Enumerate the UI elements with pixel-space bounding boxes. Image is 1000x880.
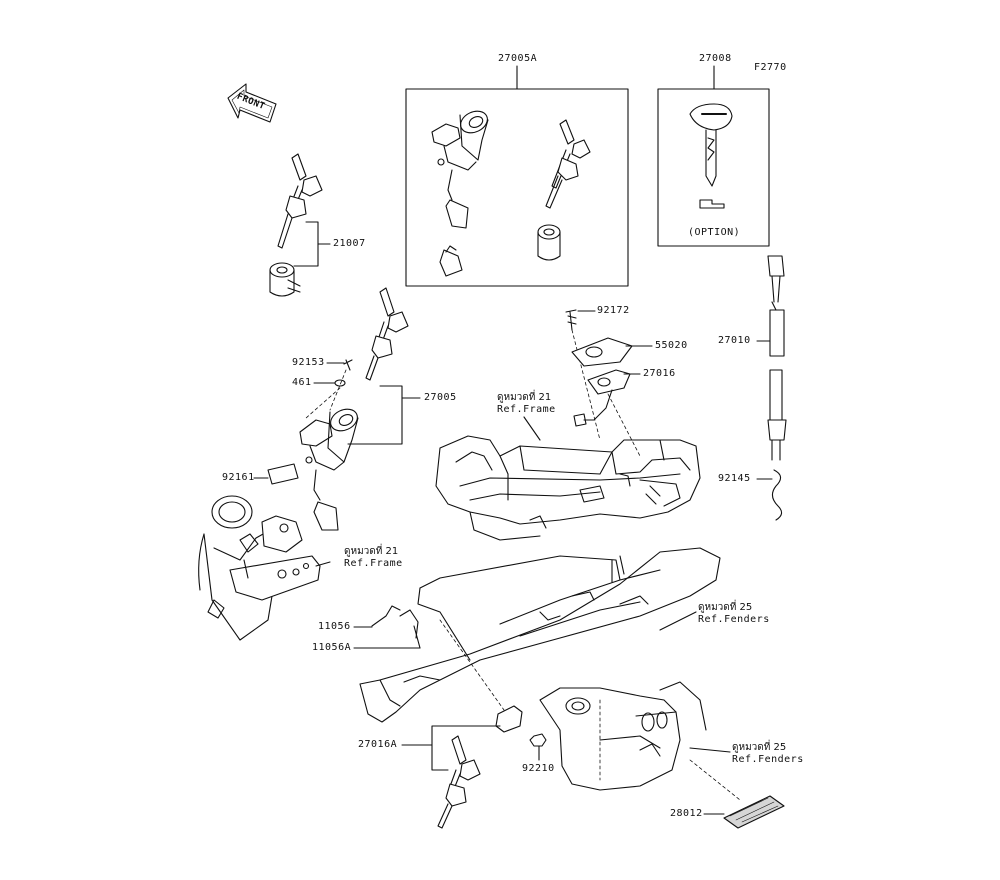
washer-461 <box>335 380 345 386</box>
switch-27016 <box>574 370 630 426</box>
kit-box-27005A <box>406 89 628 286</box>
part-label-92172[interactable]: 92172 <box>597 305 630 316</box>
center-frame <box>436 436 700 540</box>
ref-frame-top: ดูหมวดที่ 21 Ref.Frame <box>497 392 556 416</box>
cover-55020 <box>572 338 632 366</box>
part-label-11056[interactable]: 11056 <box>318 621 351 632</box>
pad-92161 <box>268 464 298 484</box>
ref-fenders-mid-thai: ดูหมวดที่ 25 <box>698 602 753 613</box>
figure-code: F2770 <box>754 62 787 73</box>
keys-21007 <box>278 154 322 248</box>
screw-92172 <box>566 310 576 330</box>
ref-frame-top-en: Ref.Frame <box>497 404 556 415</box>
ignition-switch-27005A <box>432 107 491 276</box>
ref-fenders-mid-en: Ref.Fenders <box>698 614 770 625</box>
wire-27010 <box>768 256 784 356</box>
ref-fenders-mid: ดูหมวดที่ 25 Ref.Fenders <box>698 602 770 626</box>
front-arrow-icon <box>228 84 276 122</box>
keys-27016A <box>438 736 480 828</box>
option-label: (OPTION) <box>688 227 741 238</box>
ref-frame-left-en: Ref.Frame <box>344 558 403 569</box>
part-label-92210[interactable]: 92210 <box>522 763 555 774</box>
steering-head-frame <box>199 496 320 640</box>
part-label-28012[interactable]: 28012 <box>670 808 703 819</box>
reflector-28012 <box>724 796 784 828</box>
part-label-11056A[interactable]: 11056A <box>312 642 352 653</box>
part-label-461[interactable]: 461 <box>292 377 312 388</box>
bracket-11056 <box>372 606 418 638</box>
part-label-27008[interactable]: 27008 <box>699 53 732 64</box>
part-label-27005A[interactable]: 27005A <box>498 53 538 64</box>
keys-27005 <box>366 288 408 380</box>
part-label-21007[interactable]: 21007 <box>333 238 366 249</box>
rear-fender <box>360 548 720 722</box>
ref-fenders-bottom-en: Ref.Fenders <box>732 754 804 765</box>
ref-fenders-bottom-thai: ดูหมวดที่ 25 <box>732 742 787 753</box>
lock-cylinder-27005A <box>538 225 560 260</box>
part-label-27016A[interactable]: 27016A <box>358 739 398 750</box>
ref-frame-top-thai: ดูหมวดที่ 21 <box>497 392 552 403</box>
ref-fenders-bottom: ดูหมวดที่ 25 Ref.Fenders <box>732 742 804 766</box>
screw-92153 <box>344 360 352 370</box>
ignition-switch-27005 <box>300 405 361 530</box>
ref-frame-left-thai: ดูหมวดที่ 21 <box>344 546 399 557</box>
part-label-92153[interactable]: 92153 <box>292 357 325 368</box>
ref-frame-left: ดูหมวดที่ 21 Ref.Frame <box>344 546 403 570</box>
part-label-27005[interactable]: 27005 <box>424 392 457 403</box>
part-label-27010[interactable]: 27010 <box>718 335 751 346</box>
cylinder-21007 <box>270 263 300 296</box>
part-label-92145[interactable]: 92145 <box>718 473 751 484</box>
part-label-92161[interactable]: 92161 <box>222 472 255 483</box>
tail-section <box>540 682 706 790</box>
part-label-27016[interactable]: 27016 <box>643 368 676 379</box>
switch-92145 <box>768 370 786 520</box>
key-pair-27005A <box>546 120 590 208</box>
nut-92210 <box>530 734 546 746</box>
key-blank-27008 <box>690 104 732 208</box>
part-label-55020[interactable]: 55020 <box>655 340 688 351</box>
housing-27016A <box>496 706 522 732</box>
